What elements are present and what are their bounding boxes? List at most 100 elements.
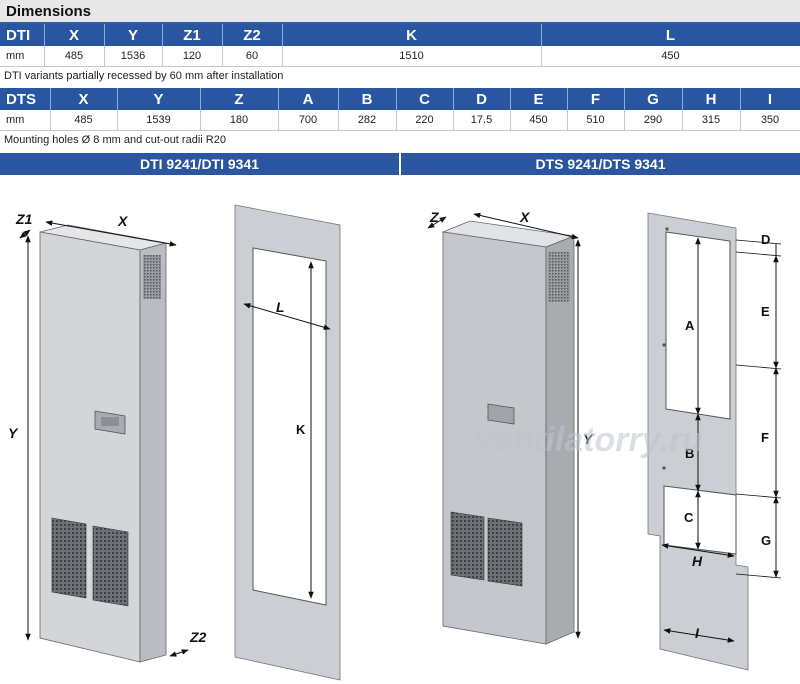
dti-header-cell: K [282, 24, 542, 46]
dti-header-cell: Y [104, 24, 163, 46]
dts-e-label: E [761, 304, 770, 319]
dts-header-cell: G [624, 88, 683, 110]
dts-value-cell: 17.5 [453, 110, 511, 131]
dts-header-cell: X [50, 88, 118, 110]
dts-grille-right [487, 517, 523, 587]
dti-z2-label: Z2 [189, 629, 207, 645]
dts-header-cell: Z [200, 88, 279, 110]
dts-a-label: A [685, 318, 695, 333]
dti-header-cell: DTI [0, 24, 45, 46]
dts-model-heading: DTS 9241/DTS 9341 [401, 153, 800, 175]
dts-header-cell: Y [117, 88, 201, 110]
dti-display [101, 417, 119, 426]
dti-value-cell: mm [0, 46, 45, 67]
dti-x-label: X [117, 213, 129, 229]
dimensions-title-bar: Dimensions [0, 0, 800, 24]
dts-grille-left [450, 511, 485, 581]
dts-value-row: mm 485 1539 180 700 282 220 17.5 450 510… [0, 110, 800, 131]
dts-value-cell: 350 [740, 110, 800, 131]
dti-panel-cutout [252, 247, 327, 606]
page-title: Dimensions [6, 3, 92, 20]
dti-mounting-panel [234, 204, 341, 681]
dts-header-cell: F [567, 88, 625, 110]
technical-drawing: Z1 X Y Z2 L K Z X Y A B C H I [8, 204, 782, 681]
dts-nameplate [487, 403, 515, 425]
dti-dimensions-table: DTI X Y Z1 Z2 K L mm 485 1536 120 60 151… [0, 24, 800, 67]
dti-l-label: L [276, 299, 285, 315]
dts-header-cell: I [740, 88, 800, 110]
dts-x-dimension [473, 212, 579, 240]
dts-value-cell: 315 [682, 110, 741, 131]
dts-g-label: G [761, 533, 771, 548]
dti-z2-dimension [169, 649, 189, 657]
dti-value-cell: 485 [44, 46, 105, 67]
dti-cabinet [39, 224, 167, 663]
dts-panel-lower-cutout [663, 485, 737, 555]
watermark-text: Ventilatorry.ru [473, 421, 703, 459]
dts-c-label: C [684, 510, 694, 525]
dti-value-cell: 120 [162, 46, 223, 67]
mounting-hole [662, 343, 666, 347]
dti-header-cell: Z1 [162, 24, 223, 46]
dts-header-cell: D [453, 88, 511, 110]
dts-dimensions-table: DTS X Y Z A B C D E F G H I mm 485 1539 … [0, 88, 800, 131]
dti-cabinet-side [139, 242, 167, 663]
dts-value-cell: 282 [338, 110, 397, 131]
dts-value-cell: 450 [510, 110, 568, 131]
dti-l-dimension [243, 303, 331, 330]
dts-extension-line [735, 251, 782, 257]
dts-header-cell: A [278, 88, 339, 110]
dti-value-cell: 450 [541, 46, 800, 67]
dti-z1-dimension [19, 229, 31, 239]
dts-cabinet-side [545, 235, 575, 645]
dti-header-row: DTI X Y Z1 Z2 K L [0, 24, 800, 46]
dti-x-dimension [45, 220, 177, 247]
dti-value-row: mm 485 1536 120 60 1510 450 [0, 46, 800, 67]
dts-h-label: H [692, 553, 703, 569]
dts-x-label: X [519, 209, 531, 225]
dti-value-cell: 1510 [282, 46, 542, 67]
dts-value-cell: 700 [278, 110, 339, 131]
dts-header-cell: B [338, 88, 397, 110]
dts-header-cell: H [682, 88, 741, 110]
dts-value-cell: 485 [50, 110, 118, 131]
dti-k-label: K [296, 422, 306, 437]
dts-y-label: Y [583, 431, 594, 447]
dti-value-cell: 1536 [104, 46, 163, 67]
dts-cabinet [441, 220, 576, 645]
dts-i-dimension [663, 628, 735, 643]
dts-z-label: Z [429, 209, 439, 225]
dts-h-dimension [661, 543, 735, 558]
dti-grille-right [92, 525, 129, 607]
dts-value-cell: 1539 [117, 110, 201, 131]
dts-d-label: D [761, 232, 770, 247]
dts-header-cell: DTS [0, 88, 51, 110]
dti-header-cell: Z2 [222, 24, 283, 46]
dts-side-vent [548, 252, 570, 302]
dts-value-cell: mm [0, 110, 51, 131]
dti-y-label: Y [8, 425, 19, 441]
dts-header-row: DTS X Y Z A B C D E F G H I [0, 88, 800, 110]
dts-extension-line [735, 493, 782, 499]
dti-header-cell: L [541, 24, 800, 46]
dti-grille-left [51, 517, 87, 599]
dti-header-cell: X [44, 24, 105, 46]
dts-value-cell: 510 [567, 110, 625, 131]
dts-f-label: F [761, 430, 769, 445]
dts-header-cell: C [396, 88, 454, 110]
dts-i-label: I [695, 625, 700, 641]
dts-note: Mounting holes Ø 8 mm and cut-out radii … [4, 134, 226, 146]
dti-note: DTI variants partially recessed by 60 mm… [4, 70, 284, 82]
mounting-hole [662, 466, 666, 470]
dti-side-vent [143, 255, 161, 299]
dts-extension-line [735, 239, 782, 245]
dts-header-cell: E [510, 88, 568, 110]
dti-model-heading: DTI 9241/DTI 9341 [0, 153, 399, 175]
dts-value-cell: 180 [200, 110, 279, 131]
dti-value-cell: 60 [222, 46, 283, 67]
dts-value-cell: 290 [624, 110, 683, 131]
dts-b-label: B [685, 446, 694, 461]
mounting-hole [665, 227, 669, 231]
dts-value-cell: 220 [396, 110, 454, 131]
dts-z-dimension [427, 216, 447, 229]
